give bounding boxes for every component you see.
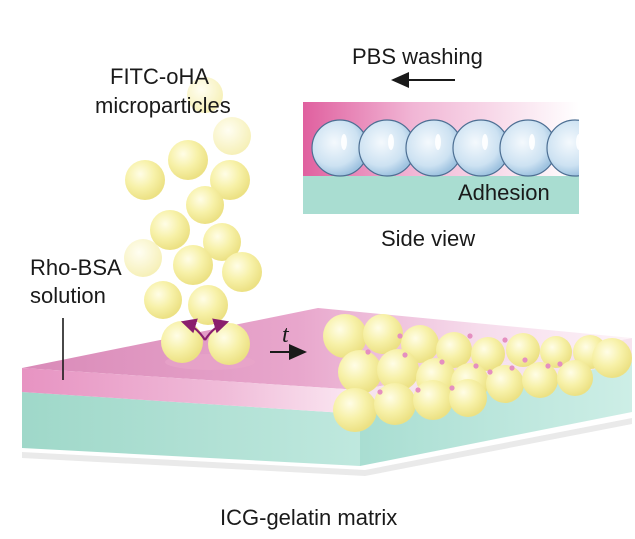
microparticle [449,379,487,417]
side-view-bead [546,119,579,177]
microparticle [222,252,262,292]
rho-bsa-dot [522,357,528,363]
microparticles-label-line2: microparticles [95,93,231,118]
side-view-bead [358,119,416,177]
microparticle [144,281,182,319]
rho-bsa-dot [449,385,455,391]
solution-top-surface [22,308,632,390]
microparticle [323,314,367,358]
microparticle [187,77,223,113]
microparticle [186,186,224,224]
rho-bsa-dot [545,363,551,369]
microparticle [333,388,377,432]
rho-bsa-dot [502,337,508,343]
rho-bsa-label-line2: solution [30,283,106,308]
side-view-beads [311,119,579,177]
matrix-label: ICG-gelatin matrix [220,505,398,530]
adhered-particle-cluster [323,314,632,432]
rho-bsa-label-line1: Rho-BSA [30,255,122,280]
microparticle [436,332,472,368]
microparticle [506,333,540,367]
microparticle [540,336,572,368]
microparticle [338,350,382,394]
rho-bsa-dot [487,369,493,375]
microparticle [210,160,250,200]
microparticle [124,239,162,277]
side-view-inset [303,72,579,214]
microparticle [213,117,251,155]
microparticle [203,223,241,261]
rho-bsa-dot [415,387,421,393]
time-label: t [282,322,289,348]
microparticle [486,365,524,403]
curved-arrows-icon [180,318,230,341]
side-view-matrix-band [303,176,579,214]
rho-bsa-dot [509,365,515,371]
microparticles-label-line1: FITC-oHA [110,64,209,89]
falling-microparticles [124,77,262,365]
microparticle [471,337,505,371]
microparticle [173,245,213,285]
rho-bsa-dot [467,333,473,339]
rho-bsa-dot [439,359,445,365]
microparticle [125,160,165,200]
side-view-label: Side view [381,226,476,251]
matrix-front-face [22,392,360,466]
microparticle [522,362,558,398]
rho-bsa-dot [365,349,371,355]
microparticle [150,210,190,250]
microparticle [374,383,416,425]
microparticle [188,285,228,325]
microparticle [208,323,250,365]
microparticle [168,140,208,180]
microparticle [161,321,203,363]
microparticle [413,380,453,420]
microparticle [557,360,593,396]
rho-bsa-dot [377,389,383,395]
rho-bsa-dot [473,363,479,369]
rho-bsa-dot [402,352,408,358]
microparticle [592,338,632,378]
side-view-bead [499,119,557,177]
adhesion-label: Adhesion [458,180,550,205]
rho-bsa-dot [557,361,563,367]
pbs-washing-label: PBS washing [352,44,483,69]
microparticle [377,349,419,391]
microparticle [363,314,403,354]
matrix-shadow [22,418,632,476]
solution-front-face [22,368,360,414]
rho-bsa-dot [397,333,403,339]
